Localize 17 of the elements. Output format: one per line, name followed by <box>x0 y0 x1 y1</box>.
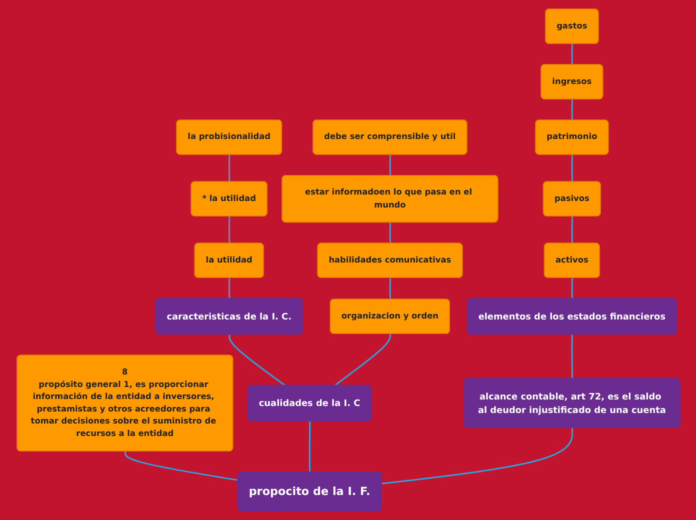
connector <box>570 216 573 244</box>
connector <box>388 222 391 244</box>
connector <box>388 154 391 176</box>
connector <box>570 99 573 120</box>
connector <box>228 334 286 386</box>
connector <box>228 154 230 182</box>
connector <box>388 278 391 300</box>
connector <box>228 278 230 299</box>
connector <box>570 44 573 65</box>
connector <box>308 421 310 472</box>
connector <box>381 428 573 484</box>
connector <box>570 334 573 379</box>
connector <box>228 216 230 244</box>
connector <box>334 334 391 386</box>
connector <box>124 451 238 481</box>
connector <box>570 278 573 299</box>
connector <box>570 154 573 182</box>
